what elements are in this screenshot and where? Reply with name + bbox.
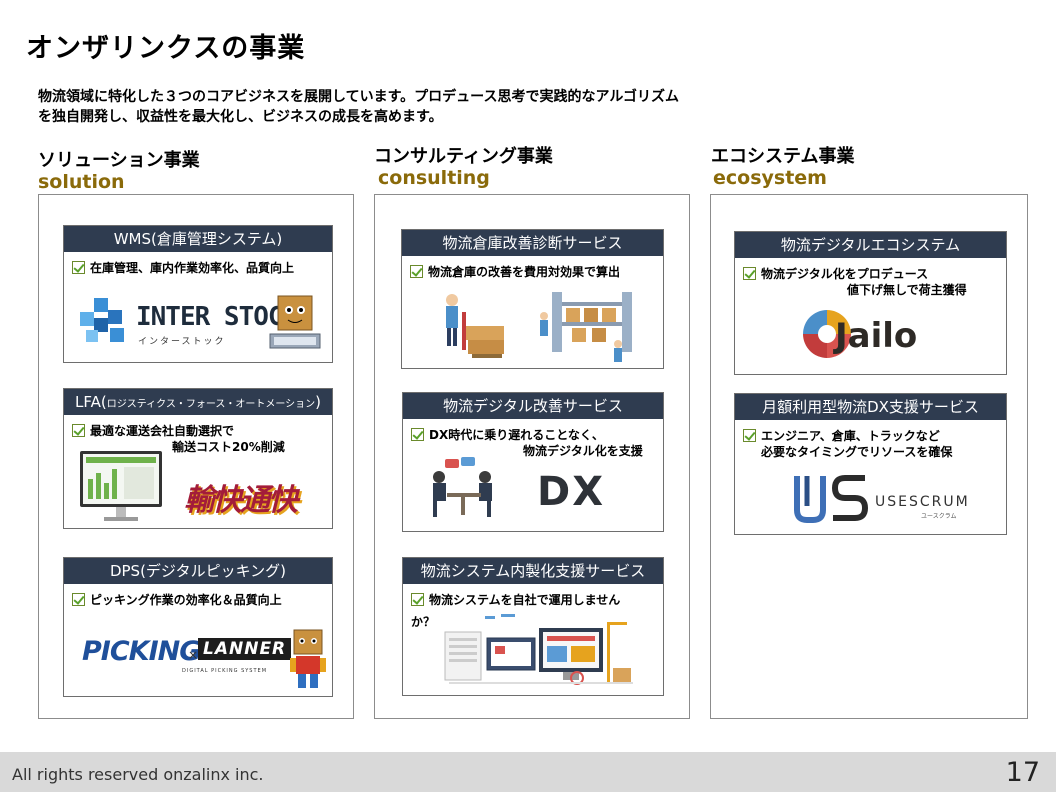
card-system-inhouse-support[interactable]: 物流システム内製化支援サービス 物流システムを自社で運用しません か？ (402, 557, 664, 696)
checkbox-icon (72, 424, 85, 437)
checkbox-icon (411, 593, 424, 606)
logo-dx: DX (537, 469, 606, 515)
check-text: 必要なタイミングでリソースを確保 (761, 445, 953, 459)
meeting-illustration (427, 455, 509, 523)
column-title-solution: ソリューション事業 (38, 150, 200, 171)
logo-subtext: インターストック (138, 337, 226, 347)
logo-subtext: ユースクラム (921, 513, 957, 520)
check-text: か？ (411, 615, 436, 629)
logo-jailo: Jailo (835, 316, 918, 356)
check-item: 物流システムを自社で運用しません か？ (411, 592, 663, 630)
check-item: 物流デジタル化をプロデュース 値下げ無しで荷主獲得 (743, 266, 1006, 298)
card-lfa[interactable]: LFA(ロジスティクス・フォース・オートメーション) 最適な運送会社自動選択で … (63, 388, 333, 529)
copyright-text: All rights reserved onzalinx inc. (12, 765, 264, 784)
card-dps[interactable]: DPS(デジタルピッキング) ピッキング作業の効率化＆品質向上 PICKING … (63, 557, 333, 697)
card-title: 物流倉庫改善診断サービス (402, 230, 663, 256)
box-robot-mascot-icon (286, 628, 330, 696)
page-title: オンザリンクスの事業 (26, 33, 306, 64)
cubes-icon (76, 296, 132, 350)
check-item: 在庫管理、庫内作業効率化、品質向上 (72, 260, 332, 276)
monitor-dashboard-icon (78, 449, 164, 528)
check-text: 輸送コスト20%削減 (172, 440, 285, 454)
column-ecosystem: 物流デジタルエコシステム 物流デジタル化をプロデュース 値下げ無しで荷主獲得 J… (710, 194, 1028, 719)
checkbox-icon (411, 428, 424, 441)
box-mascot-icon (268, 292, 326, 356)
check-text: 最適な運送会社自動選択で (90, 424, 235, 438)
card-monthly-dx-support[interactable]: 月額利用型物流DX支援サービス エンジニア、倉庫、トラックなど 必要なタイミング… (734, 393, 1007, 535)
card-title: WMS(倉庫管理システム) (64, 226, 332, 252)
logo-picking: PICKING (82, 636, 201, 667)
intro-text: 物流領域に特化した３つのコアビジネスを展開しています。プロデュース思考で実践的な… (38, 87, 679, 127)
check-text: 物流デジタル化を支援 (523, 444, 643, 458)
card-title-small: ロジスティクス・フォース・オートメーション (106, 399, 316, 410)
page-number: 17 (1005, 757, 1040, 788)
footer: All rights reserved onzalinx inc. 17 (0, 752, 1056, 792)
check-text: エンジニア、倉庫、トラックなど (761, 429, 940, 443)
card-title-end: ) (315, 393, 321, 411)
card-title-main: LFA( (75, 393, 107, 411)
check-item: エンジニア、倉庫、トラックなど 必要なタイミングでリソースを確保 (743, 428, 1006, 460)
check-text: DX時代に乗り遅れることなく、 (429, 428, 604, 442)
check-item: ピッキング作業の効率化＆品質向上 (72, 592, 332, 608)
card-digital-improvement[interactable]: 物流デジタル改善サービス DX時代に乗り遅れることなく、 物流デジタル化を支援 (402, 392, 664, 532)
card-logistics-digital-ecosystem[interactable]: 物流デジタルエコシステム 物流デジタル化をプロデュース 値下げ無しで荷主獲得 J… (734, 231, 1007, 375)
check-text: 物流システムを自社で運用しません (429, 593, 621, 607)
check-text: 物流デジタル化をプロデュース (761, 267, 929, 281)
logo-yukai-tsukai: 輸快通快 (184, 483, 298, 518)
check-text: ピッキング作業の効率化＆品質向上 (90, 593, 282, 607)
checkbox-icon (410, 265, 423, 278)
intro-line-2: を独自開発し、収益性を最大化し、ビジネスの成長を高めます。 (38, 109, 443, 125)
system-screens-illustration (443, 612, 639, 695)
logo-subtext: DIGITAL PICKING SYSTEM (182, 668, 268, 674)
card-title: DPS(デジタルピッキング) (64, 558, 332, 584)
column-consulting: 物流倉庫改善診断サービス 物流倉庫の改善を費用対効果で算出 (374, 194, 690, 719)
column-title-consulting: コンサルティング事業 (374, 146, 553, 167)
check-text: 値下げ無しで荷主獲得 (847, 283, 967, 297)
column-subtitle-ecosystem: ecosystem (713, 167, 827, 189)
column-title-ecosystem: エコシステム事業 (711, 146, 855, 167)
warehouse-worker-illustration (432, 286, 642, 368)
check-text: 物流倉庫の改善を費用対効果で算出 (428, 265, 621, 279)
card-wms[interactable]: WMS(倉庫管理システム) 在庫管理、庫内作業効率化、品質向上 INTER ST… (63, 225, 333, 363)
card-warehouse-diagnosis[interactable]: 物流倉庫改善診断サービス 物流倉庫の改善を費用対効果で算出 (401, 229, 664, 369)
card-title: 物流デジタル改善サービス (403, 393, 663, 419)
jailo-logo-icon (801, 308, 853, 364)
logo-lanner: LANNER (198, 638, 292, 660)
card-title: 物流システム内製化支援サービス (403, 558, 663, 584)
card-title: 物流デジタルエコシステム (735, 232, 1006, 258)
card-title: 月額利用型物流DX支援サービス (735, 394, 1006, 420)
check-text: 在庫管理、庫内作業効率化、品質向上 (90, 261, 295, 275)
column-subtitle-solution: solution (38, 171, 125, 193)
intro-line-1: 物流領域に特化した３つのコアビジネスを展開しています。プロデュース思考で実践的な… (38, 89, 680, 105)
logo-inter-stock: INTER STOCK (136, 302, 298, 332)
usescrum-logo-icon (791, 470, 871, 528)
check-item: 物流倉庫の改善を費用対効果で算出 (410, 264, 663, 280)
checkbox-icon (743, 267, 756, 280)
logo-usescrum: USESCRUM (875, 494, 970, 510)
checkbox-icon (72, 261, 85, 274)
check-item: DX時代に乗り遅れることなく、 物流デジタル化を支援 (411, 427, 663, 459)
card-title: LFA(ロジスティクス・フォース・オートメーション) (64, 389, 332, 415)
column-solution: WMS(倉庫管理システム) 在庫管理、庫内作業効率化、品質向上 INTER ST… (38, 194, 354, 719)
column-subtitle-consulting: consulting (378, 167, 490, 189)
check-item: 最適な運送会社自動選択で 輸送コスト20%削減 (72, 423, 332, 455)
logo-cross: × (188, 648, 199, 662)
checkbox-icon (72, 593, 85, 606)
checkbox-icon (743, 429, 756, 442)
